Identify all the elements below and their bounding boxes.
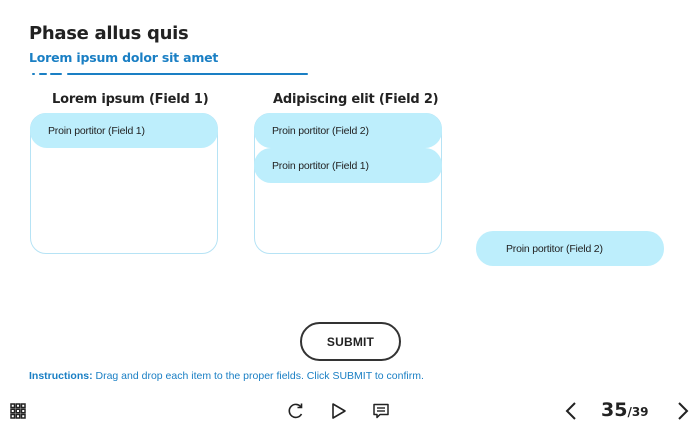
instructions-body: Drag and drop each item to the proper fi…: [92, 370, 424, 382]
page-title: Phase allus quis: [29, 23, 189, 44]
drag-item-unplaced[interactable]: Proin portitor (Field 2): [476, 231, 664, 266]
drag-item[interactable]: Proin portitor (Field 1): [30, 113, 218, 148]
drag-item[interactable]: Proin portitor (Field 2): [254, 113, 442, 148]
page-subtitle: Lorem ipsum dolor sit amet: [29, 50, 219, 65]
chevron-right-icon[interactable]: [673, 400, 693, 422]
grid-menu-icon[interactable]: [9, 402, 27, 420]
play-icon[interactable]: [329, 401, 349, 421]
chevron-left-icon[interactable]: [561, 400, 581, 422]
page-counter: 35/39: [601, 399, 649, 421]
field-2-label: Adipiscing elit (Field 2): [273, 92, 439, 107]
total-pages: /39: [627, 405, 649, 419]
instructions-text: Instructions: Drag and drop each item to…: [29, 370, 424, 382]
replay-icon[interactable]: [286, 401, 306, 421]
current-page: 35: [601, 399, 628, 421]
drag-item[interactable]: Proin portitor (Field 1): [254, 148, 442, 183]
submit-button[interactable]: SUBMIT: [300, 322, 401, 361]
field-1-label: Lorem ipsum (Field 1): [52, 92, 209, 107]
instructions-prefix: Instructions:: [29, 370, 93, 382]
captions-icon[interactable]: [371, 401, 391, 421]
